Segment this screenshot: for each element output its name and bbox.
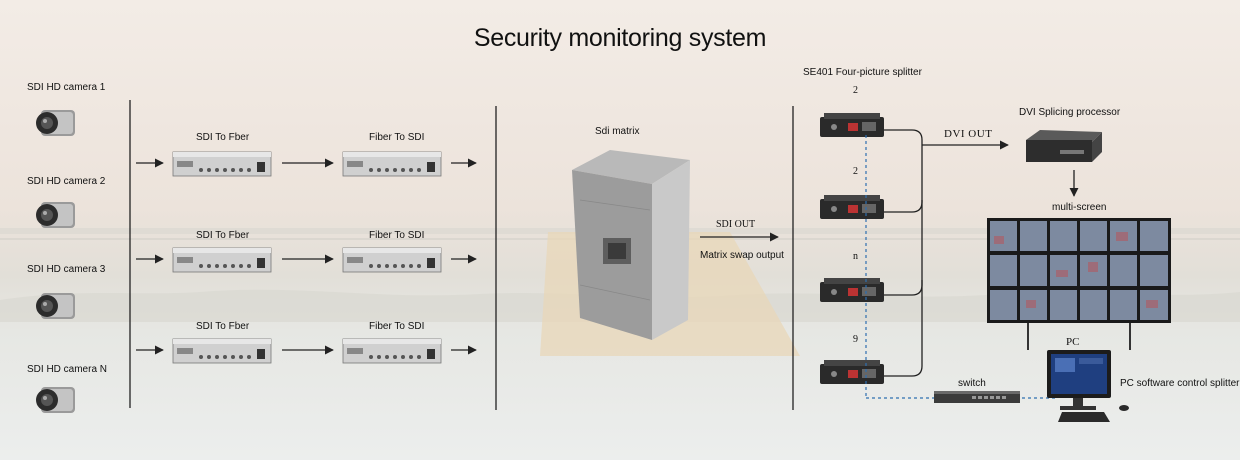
camera-label-3: SDI HD camera 3 (27, 264, 106, 275)
camera-label-n: SDI HD camera N (27, 364, 108, 375)
multi-screen-wall (987, 218, 1171, 350)
sdi-to-fiber-device-2 (172, 247, 272, 273)
fiber-to-sdi-label-2: Fiber To SDI (369, 230, 425, 241)
splitter-1 (820, 113, 884, 137)
camera-n-icon (36, 387, 75, 413)
fiber-to-sdi-device-1 (342, 151, 442, 177)
sdi-matrix-cabinet (572, 150, 690, 340)
splitter-number-3: n (853, 251, 858, 262)
sdi-to-fiber-device-1 (172, 151, 272, 177)
sdi-to-fiber-label-2: SDI To Fber (196, 230, 250, 241)
pc-label: PC (1066, 336, 1080, 348)
matrix-swap-label: Matrix swap output (700, 250, 784, 261)
camera-3-icon (36, 293, 75, 319)
processor-label: DVI Splicing processor (1019, 107, 1121, 118)
fiber-to-sdi-device-2 (342, 247, 442, 273)
splitter-2 (820, 195, 884, 219)
fiber-to-sdi-label-1: Fiber To SDI (369, 132, 425, 143)
fiber-to-sdi-device-3 (342, 338, 442, 364)
matrix-label: Sdi matrix (595, 126, 640, 137)
camera-label-2: SDI HD camera 2 (27, 176, 106, 187)
switch-label: switch (958, 378, 986, 389)
splitter-number-2: 2 (853, 166, 858, 177)
pc-workstation (1047, 350, 1129, 422)
dvi-processor-device (1026, 130, 1102, 162)
splitter-number-4: 9 (853, 334, 858, 345)
sdi-out-label: SDI OUT (716, 219, 756, 230)
splitter-title: SE401 Four-picture splitter (803, 67, 922, 78)
sdi-to-fiber-device-3 (172, 338, 272, 364)
camera-1-icon (36, 110, 75, 136)
multiscreen-label: multi-screen (1052, 202, 1107, 213)
switch-device (934, 391, 1020, 403)
splitter-3 (820, 278, 884, 302)
sdi-to-fiber-label-1: SDI To Fber (196, 132, 250, 143)
fiber-to-sdi-label-3: Fiber To SDI (369, 321, 425, 332)
splitter-number-1: 2 (853, 85, 858, 96)
camera-label-1: SDI HD camera 1 (27, 82, 106, 93)
page-title: Security monitoring system (473, 24, 767, 52)
sdi-to-fiber-label-3: SDI To Fber (196, 321, 250, 332)
dvi-out-label: DVI OUT (944, 128, 993, 140)
camera-2-icon (36, 202, 75, 228)
splitter-4 (820, 360, 884, 384)
pc-caption: PC software control splitter (1120, 378, 1240, 389)
